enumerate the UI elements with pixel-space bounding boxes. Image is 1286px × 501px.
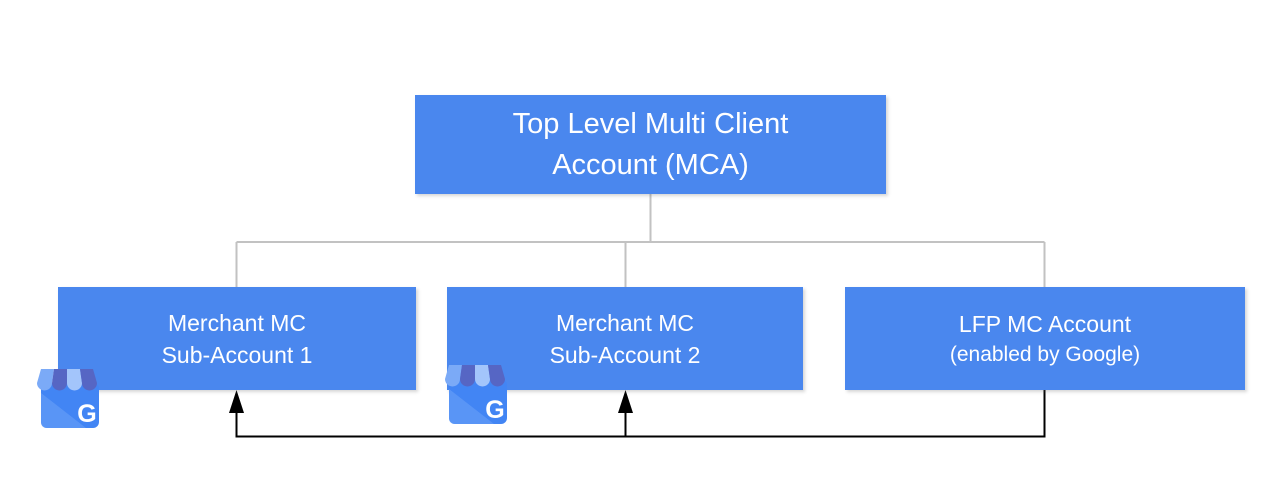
google-my-business-icon: G [37,369,99,428]
feed-arrow-lines [235,390,1046,438]
gmb-g-letter: G [485,396,504,424]
google-my-business-icon: G [445,365,507,424]
arrowhead-up-sub1 [229,390,244,413]
node-label-line2: Account (MCA) [552,148,749,181]
arrowhead-up-sub2 [618,390,633,413]
node-merchant-sub-account-2: Merchant MC Sub-Account 2 [447,287,803,390]
node-label-line1: Top Level Multi Client [512,107,789,140]
node-label-line2: Sub-Account 2 [549,341,701,368]
gmb-g-letter: G [77,400,96,428]
node-lfp-mc-account: LFP MC Account (enabled by Google) [845,287,1245,390]
node-label-line2: (enabled by Google) [949,342,1141,366]
node-label-line1: Merchant MC [167,309,307,336]
tree-connector-lines [235,194,1046,287]
node-merchant-sub-account-1: Merchant MC Sub-Account 1 [58,287,416,390]
node-label-line1: LFP MC Account [958,310,1132,337]
node-label-line2: Sub-Account 1 [161,341,313,368]
node-top-level-mca: Top Level Multi Client Account (MCA) [415,95,886,194]
node-label-line1: Merchant MC [555,309,695,336]
